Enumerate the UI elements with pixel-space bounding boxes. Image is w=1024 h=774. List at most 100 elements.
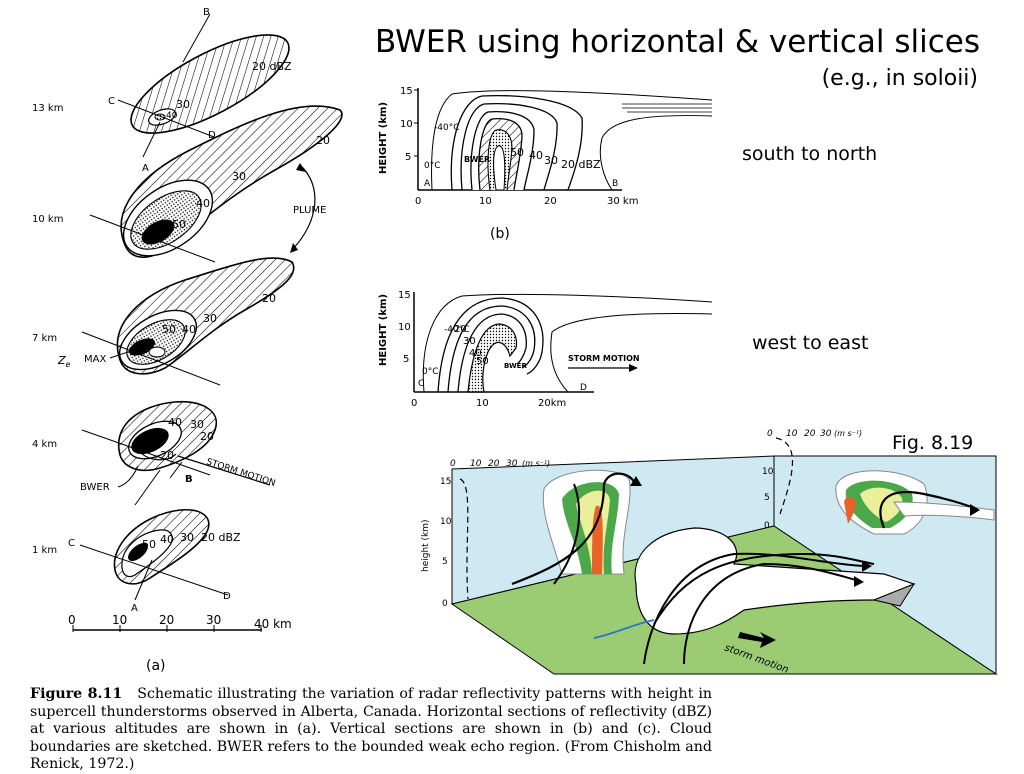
height-tick-15: 15 [440,477,451,487]
label-50-1km: 50 [142,538,156,551]
panel-b-ytick-10: 10 [400,119,413,130]
panel-c-zero-c: 0°C [422,367,439,377]
panel-c-xtick-20km: 20km [538,398,566,409]
right-height-tick-0: 0 [764,521,770,531]
left-tick-10: 10 [470,459,482,469]
panel-b-bwer: BWER [464,155,490,164]
letter-c-1km: C [68,538,75,549]
panel-c-xtick-10: 10 [476,398,489,409]
panel-b-contour-40: 40 [529,149,543,162]
panel-c-contour-40: 40 [469,348,482,359]
letter-a-1km: A [131,603,138,614]
axis-tick-30: 30 [206,613,221,627]
slice-4km: 40 30 20 20 BWER B STORM MOTION [80,400,277,506]
panel-c-ylabel: HEIGHT (km) [378,294,389,366]
label-30-13km: 30 [176,98,190,111]
alt-7km: 7 km [32,333,57,344]
left-unit: (m s⁻¹) [522,459,550,468]
label-40-4km: 40 [168,416,182,429]
letter-a-13km: A [142,163,149,174]
figure-caption: Figure 8.11 Schematic illustrating the v… [30,686,712,774]
letter-b-4km: B [185,474,193,485]
axis-tick-0: 0 [68,613,76,627]
label-30-1km: 30 [180,531,194,544]
axis-tick-10: 10 [112,613,127,627]
panel-b-contour-30: 30 [544,154,558,167]
label-30-7km: 30 [203,312,217,325]
alt-13km: 13 km [32,103,63,114]
label-20-4km: 20 [200,430,214,443]
slide-title: BWER using horizontal & vertical slices [375,24,980,60]
right-height-tick-5: 5 [764,493,770,503]
panel-c-contour-30: 30 [463,336,476,347]
letter-c-13km: C [108,96,115,107]
left-tick-0: 0 [450,459,456,469]
axis-tick-40: 40 km [254,617,292,631]
slice-7km: 20 30 40 50 Ze MAX [57,257,295,386]
right-tick-0: 0 [767,429,773,439]
axis-tick-20: 20 [159,613,174,627]
height-tick-0: 0 [442,599,448,609]
note-south-to-north: south to north [742,143,878,165]
right-tick-10: 10 [786,429,798,439]
panel-c-end-d: D [580,383,587,393]
panel-b-contour-20dbz: 20 dBZ [561,158,601,171]
plume-label: PLUME [293,205,326,216]
panel-b-contour-50: 50 [510,146,524,159]
letter-d-13km: D [208,130,216,141]
slice-1km: C D A 50 40 30 20 dBZ [68,509,241,614]
panel-b-xtick-10: 10 [479,196,492,207]
fig-8-19-3d-schematic: storm motion 0 10 20 30 (m s⁻¹) 0 10 20 … [421,429,998,676]
right-height-tick-10: 10 [762,467,774,477]
panel-b-end-b: B [612,179,618,189]
label-20dbz-1km: 20 dBZ [201,531,241,544]
caption-figure-label: Figure 8.11 [30,686,123,702]
letter-b-top: B [203,7,210,18]
left-tick-20: 20 [488,459,500,469]
panel-b-xtick-0: 0 [415,196,421,207]
label-20dbz-13km: 20 dBZ [252,60,292,73]
panel-c-contour-20: 20 [454,324,467,335]
caption-text: Schematic illustrating the variation of … [30,686,713,772]
panel-c-contour-50: 50 [476,356,489,367]
panel-c-minus40: -40°C [444,325,469,335]
height-tick-10: 10 [440,517,452,527]
panel-b-end-a: A [424,179,431,189]
height-tick-5: 5 [442,557,448,567]
panel-c-ytick-5: 5 [403,354,409,365]
panel-c-ytick-10: 10 [398,322,411,333]
label-40-13km: 40 [166,111,178,121]
panel-b-ytick-5: 5 [405,152,411,163]
panel-b-xtick-30: 30 km [607,196,638,207]
label-30-10km: 30 [232,170,246,183]
panel-c-storm-motion: STORM MOTION [568,354,640,363]
panel-c-ytick-15: 15 [398,290,411,301]
slice-13km: B C D A 20 dBZ 30 40 [108,7,292,174]
panel-a-horizontal-sections: B C D A 20 dBZ 30 40 20 30 40 50 PLUME 2… [32,7,343,674]
slide-subtitle: (e.g., in soloii) [821,66,978,91]
label-40-1km: 40 [160,533,174,546]
label-40-10km: 40 [196,197,210,210]
alt-4km: 4 km [32,439,57,450]
panel-b-zero-c: 0°C [424,161,441,171]
panel-c-xtick-0: 0 [411,398,417,409]
label-20b-4km: 20 [160,449,174,462]
right-tick-20: 20 [804,429,816,439]
alt-1km: 1 km [32,545,57,556]
label-20-7km: 20 [262,292,276,305]
panel-a-scale-axis: 0 10 20 30 40 km (a) [68,613,292,674]
label-50-7km: 50 [162,323,176,336]
label-50-10km: 50 [172,218,186,231]
height-label: height (km) [421,519,431,572]
panel-c-end-c: C [418,379,424,389]
panel-a-label: (a) [146,658,166,674]
ze-label: Ze [57,354,71,369]
panel-b-vertical-section: HEIGHT (km) 15 10 5 0 10 20 30 km A B -4… [378,86,713,242]
note-west-to-east: west to east [752,332,869,354]
panel-b-ytick-15: 15 [400,86,413,97]
right-unit: (m s⁻¹) [834,429,862,438]
letter-d-1km: D [223,591,231,602]
fig-8-19-label: Fig. 8.19 [892,432,974,454]
panel-c-bwer: BWER [504,362,527,370]
right-tick-30: 30 [820,429,832,439]
